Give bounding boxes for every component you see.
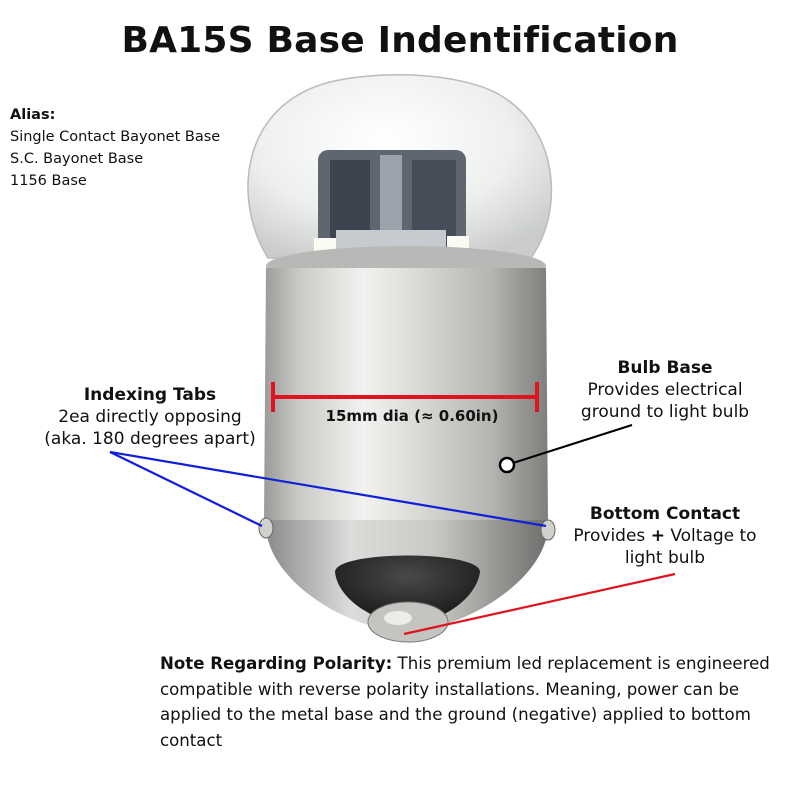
callout-text: Provides — [573, 526, 651, 546]
alias-item: 1156 Base — [10, 173, 87, 189]
callout-line: (aka. 180 degrees apart) — [44, 429, 256, 449]
callout-line: ground to light bulb — [580, 402, 750, 422]
callout-heading: Bottom Contact — [589, 504, 741, 524]
indexing-tabs-callout: Indexing Tabs 2ea directly opposing (aka… — [20, 384, 280, 450]
note-heading: Note Regarding Polarity: — [160, 654, 393, 673]
metal-base — [264, 268, 548, 536]
led-module — [314, 150, 469, 260]
note-body: This premium led replacement is engineer… — [160, 654, 770, 750]
indexing-tab-left — [258, 517, 274, 539]
alias-item: Single Contact Bayonet Base — [10, 129, 221, 145]
callout-heading: Indexing Tabs — [83, 385, 217, 405]
page-title: BA15S Base Indentification — [121, 20, 679, 61]
polarity-note: Note Regarding Polarity: This premium le… — [160, 651, 780, 753]
alias-block: Alias: Single Contact Bayonet Base S.C. … — [10, 104, 220, 192]
callout-line: 2ea directly opposing — [58, 407, 242, 427]
diameter-dimension — [271, 382, 539, 412]
alias-heading: Alias: — [10, 107, 56, 123]
indexing-tab-right — [540, 519, 556, 541]
bottom-contact-leader — [403, 572, 676, 636]
indexing-tabs-leader — [109, 450, 547, 528]
bulb-base-callout: Bulb Base Provides electrical ground to … — [545, 357, 785, 423]
callout-heading: Bulb Base — [617, 358, 713, 378]
bulb-base-leader — [498, 423, 633, 474]
diameter-label: 15mm dia (≈ 0.60in) — [326, 407, 499, 425]
insulator — [335, 555, 480, 625]
plus-symbol: + — [650, 526, 665, 546]
callout-line: light bulb — [624, 548, 706, 568]
callout-line: Provides + Voltage to — [555, 525, 775, 547]
callout-text: Voltage to — [664, 526, 757, 546]
callout-line: Provides electrical — [587, 380, 743, 400]
alias-item: S.C. Bayonet Base — [10, 151, 144, 167]
bottom-contact-callout: Bottom Contact Provides + Voltage to lig… — [555, 503, 775, 569]
